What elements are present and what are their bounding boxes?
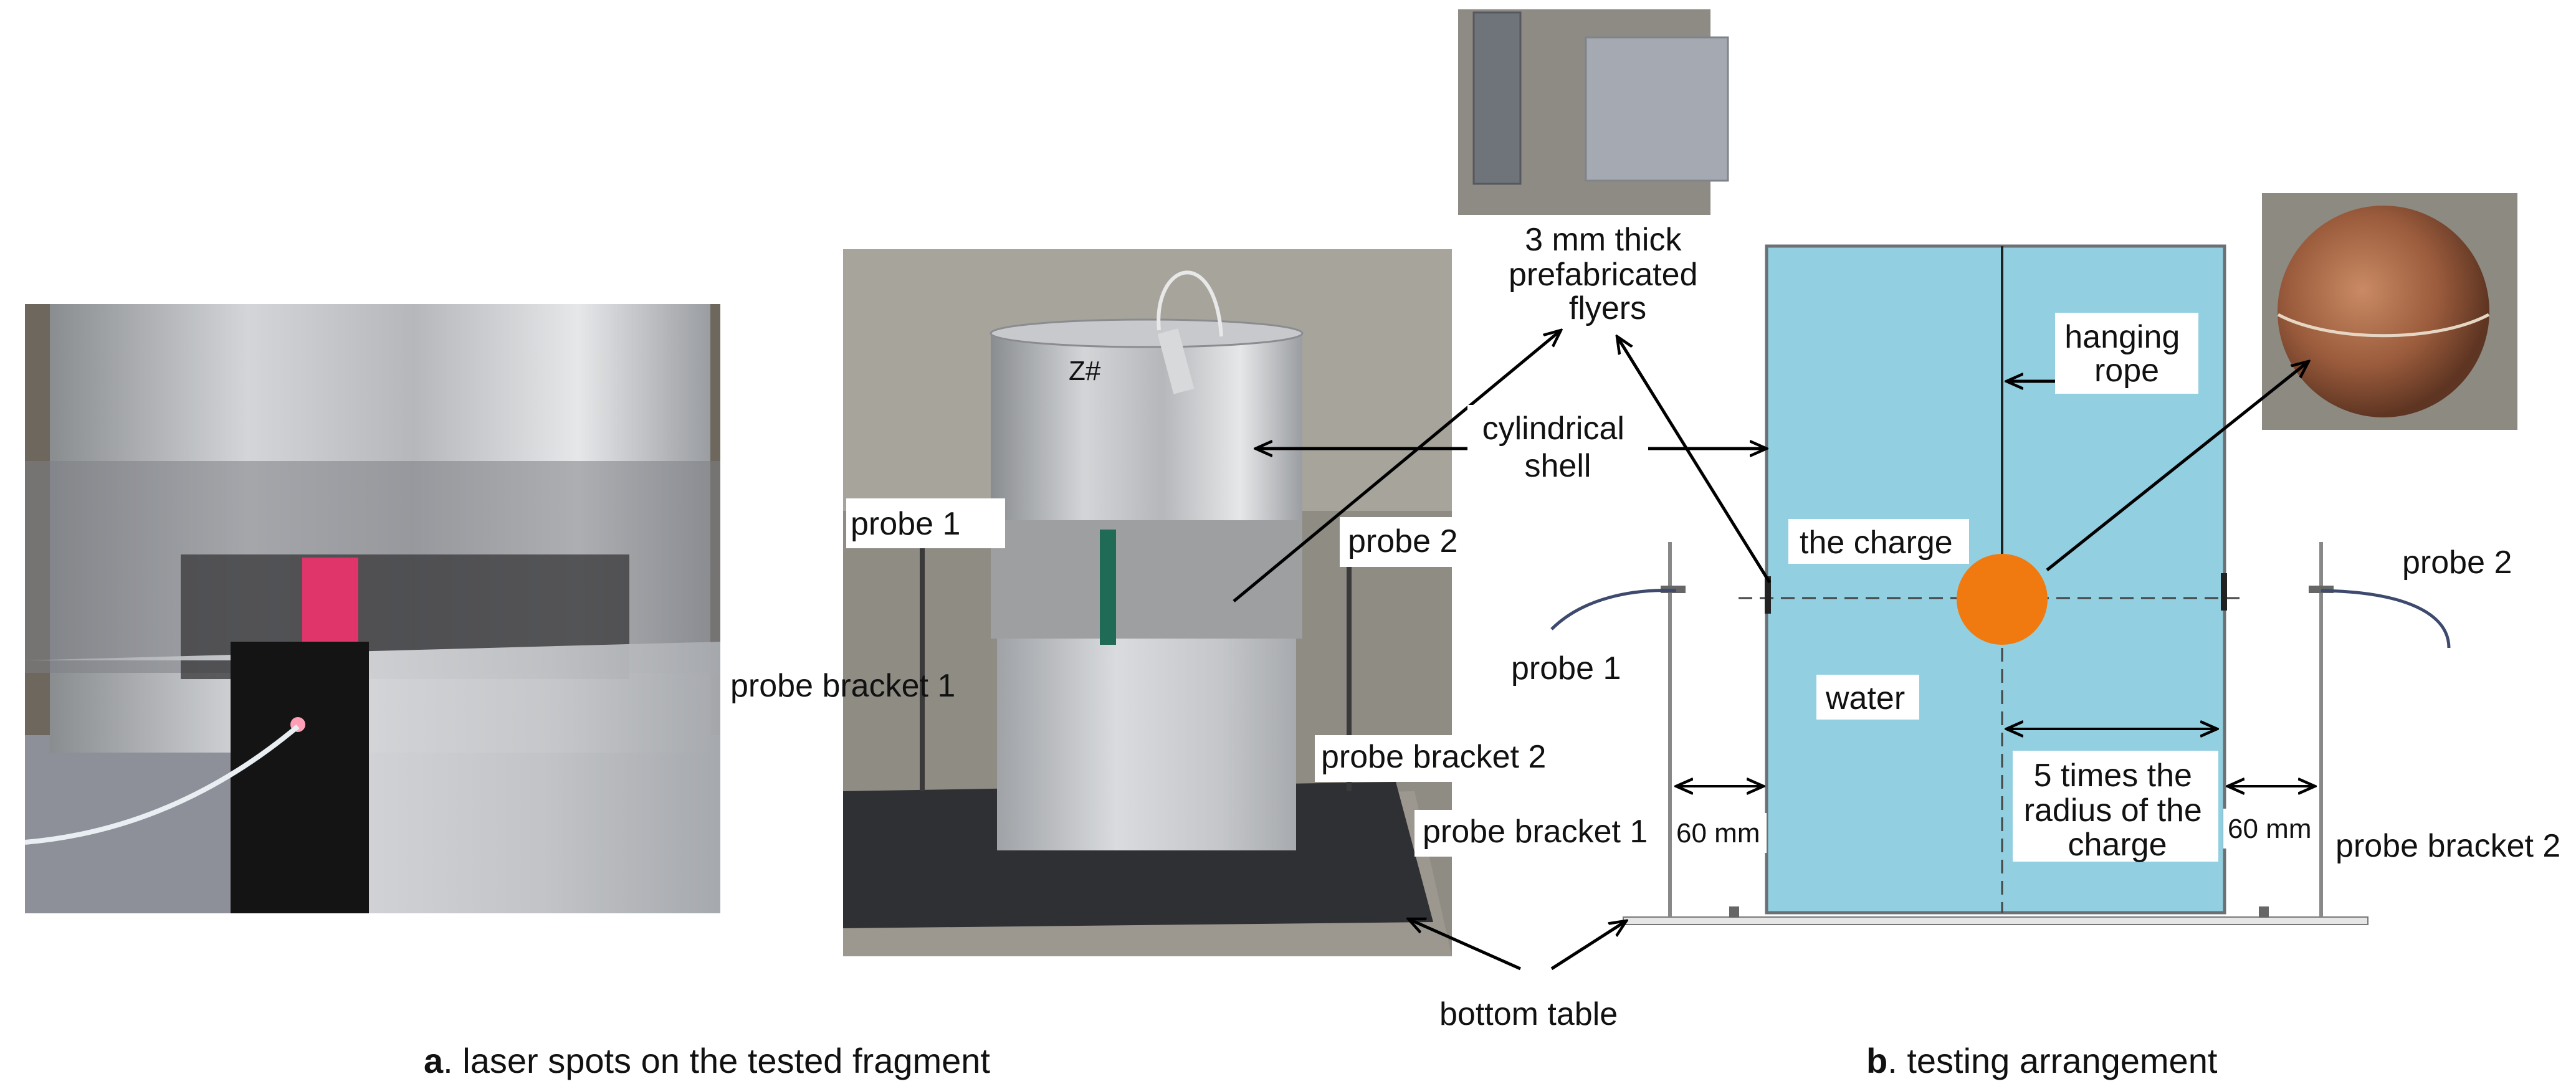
caption-a-text: . laser spots on the tested fragment [443, 1041, 990, 1080]
photo-charge-ball [2262, 193, 2517, 430]
radius-label-line2: radius of the [2024, 792, 2202, 829]
label-dim-left: 60 mm [1676, 818, 1760, 849]
photo-label-probe-bracket-1-right: probe bracket 1 [1423, 814, 1648, 850]
svg-text:cylindrical shell: cylindrical shell [1482, 411, 1634, 484]
label-probe-bracket-2: probe bracket 2 [2335, 828, 2560, 864]
rope-label-line1: hanging [2064, 319, 2180, 355]
green-tape [1100, 530, 1116, 645]
flyers-label-line3: flyers [1569, 290, 1646, 326]
charge-circle [1957, 554, 2048, 645]
label-bottom-table: bottom table [1439, 996, 1618, 1032]
radius-label-line1: 5 times the [2034, 758, 2192, 794]
caption-b: b. testing arrangement [1866, 1041, 2218, 1080]
label-probe-1: probe 1 [1511, 650, 1621, 687]
label-water: water [1825, 680, 1905, 716]
bottom-table [1623, 916, 2368, 925]
arrow-flyers-diagram [1617, 336, 1772, 584]
photo-label-probe-2: probe 2 [1348, 523, 1457, 559]
label-probe-2: probe 2 [2402, 544, 2512, 581]
shell-label-line1: cylindrical [1482, 411, 1624, 447]
svg-text:3 mm thick prefabricated: 3 mm thick prefabricated flyers [1509, 222, 1707, 326]
probe-2-fiber [2321, 589, 2451, 649]
label-dim-right: 60 mm [2228, 814, 2311, 844]
label-the-charge: the charge [1800, 525, 1953, 561]
caption-a: a. laser spots on the tested fragment [424, 1041, 990, 1080]
flyers-label-line2: prefabricated [1509, 257, 1698, 293]
radius-label-line3: charge [2068, 827, 2167, 863]
svg-text:5 times the radius of the: 5 times the radius of the charge [2024, 758, 2211, 863]
photo-label-probe-1: probe 1 [851, 506, 960, 542]
caption-a-letter: a [424, 1041, 444, 1080]
caption-b-text: . testing arrangement [1887, 1041, 2218, 1080]
charge-ball [2278, 206, 2489, 417]
arrow-table-photo [1408, 917, 1522, 971]
photo-label-probe-bracket-2: probe bracket 2 [1321, 739, 1546, 775]
photo-a-laser-spots [24, 304, 720, 913]
photo-flyers [1458, 9, 1729, 215]
flyers-label-line1: 3 mm thick [1525, 222, 1682, 258]
shell-label-line2: shell [1525, 448, 1591, 484]
svg-text:hanging rope: hanging rope [2064, 319, 2189, 389]
label-probe-bracket-1-left: probe bracket 1 [730, 668, 955, 704]
fiber-cable [24, 724, 300, 845]
arrow-charge-ball [2046, 361, 2309, 571]
arrow-flyers-photo [1233, 330, 1561, 602]
laser-spot [302, 558, 358, 645]
arrow-table-diagram [1550, 921, 1626, 971]
cylinder-marker: Z# [1069, 356, 1101, 386]
caption-b-letter: b [1866, 1041, 1887, 1080]
probe-plate [231, 642, 369, 913]
photo-b-setup: Z# probe 1 probe 2 probe bracket 2 probe… [843, 249, 1664, 956]
rope-label-line2: rope [2094, 353, 2159, 389]
probe-1-fiber [1550, 589, 1677, 630]
